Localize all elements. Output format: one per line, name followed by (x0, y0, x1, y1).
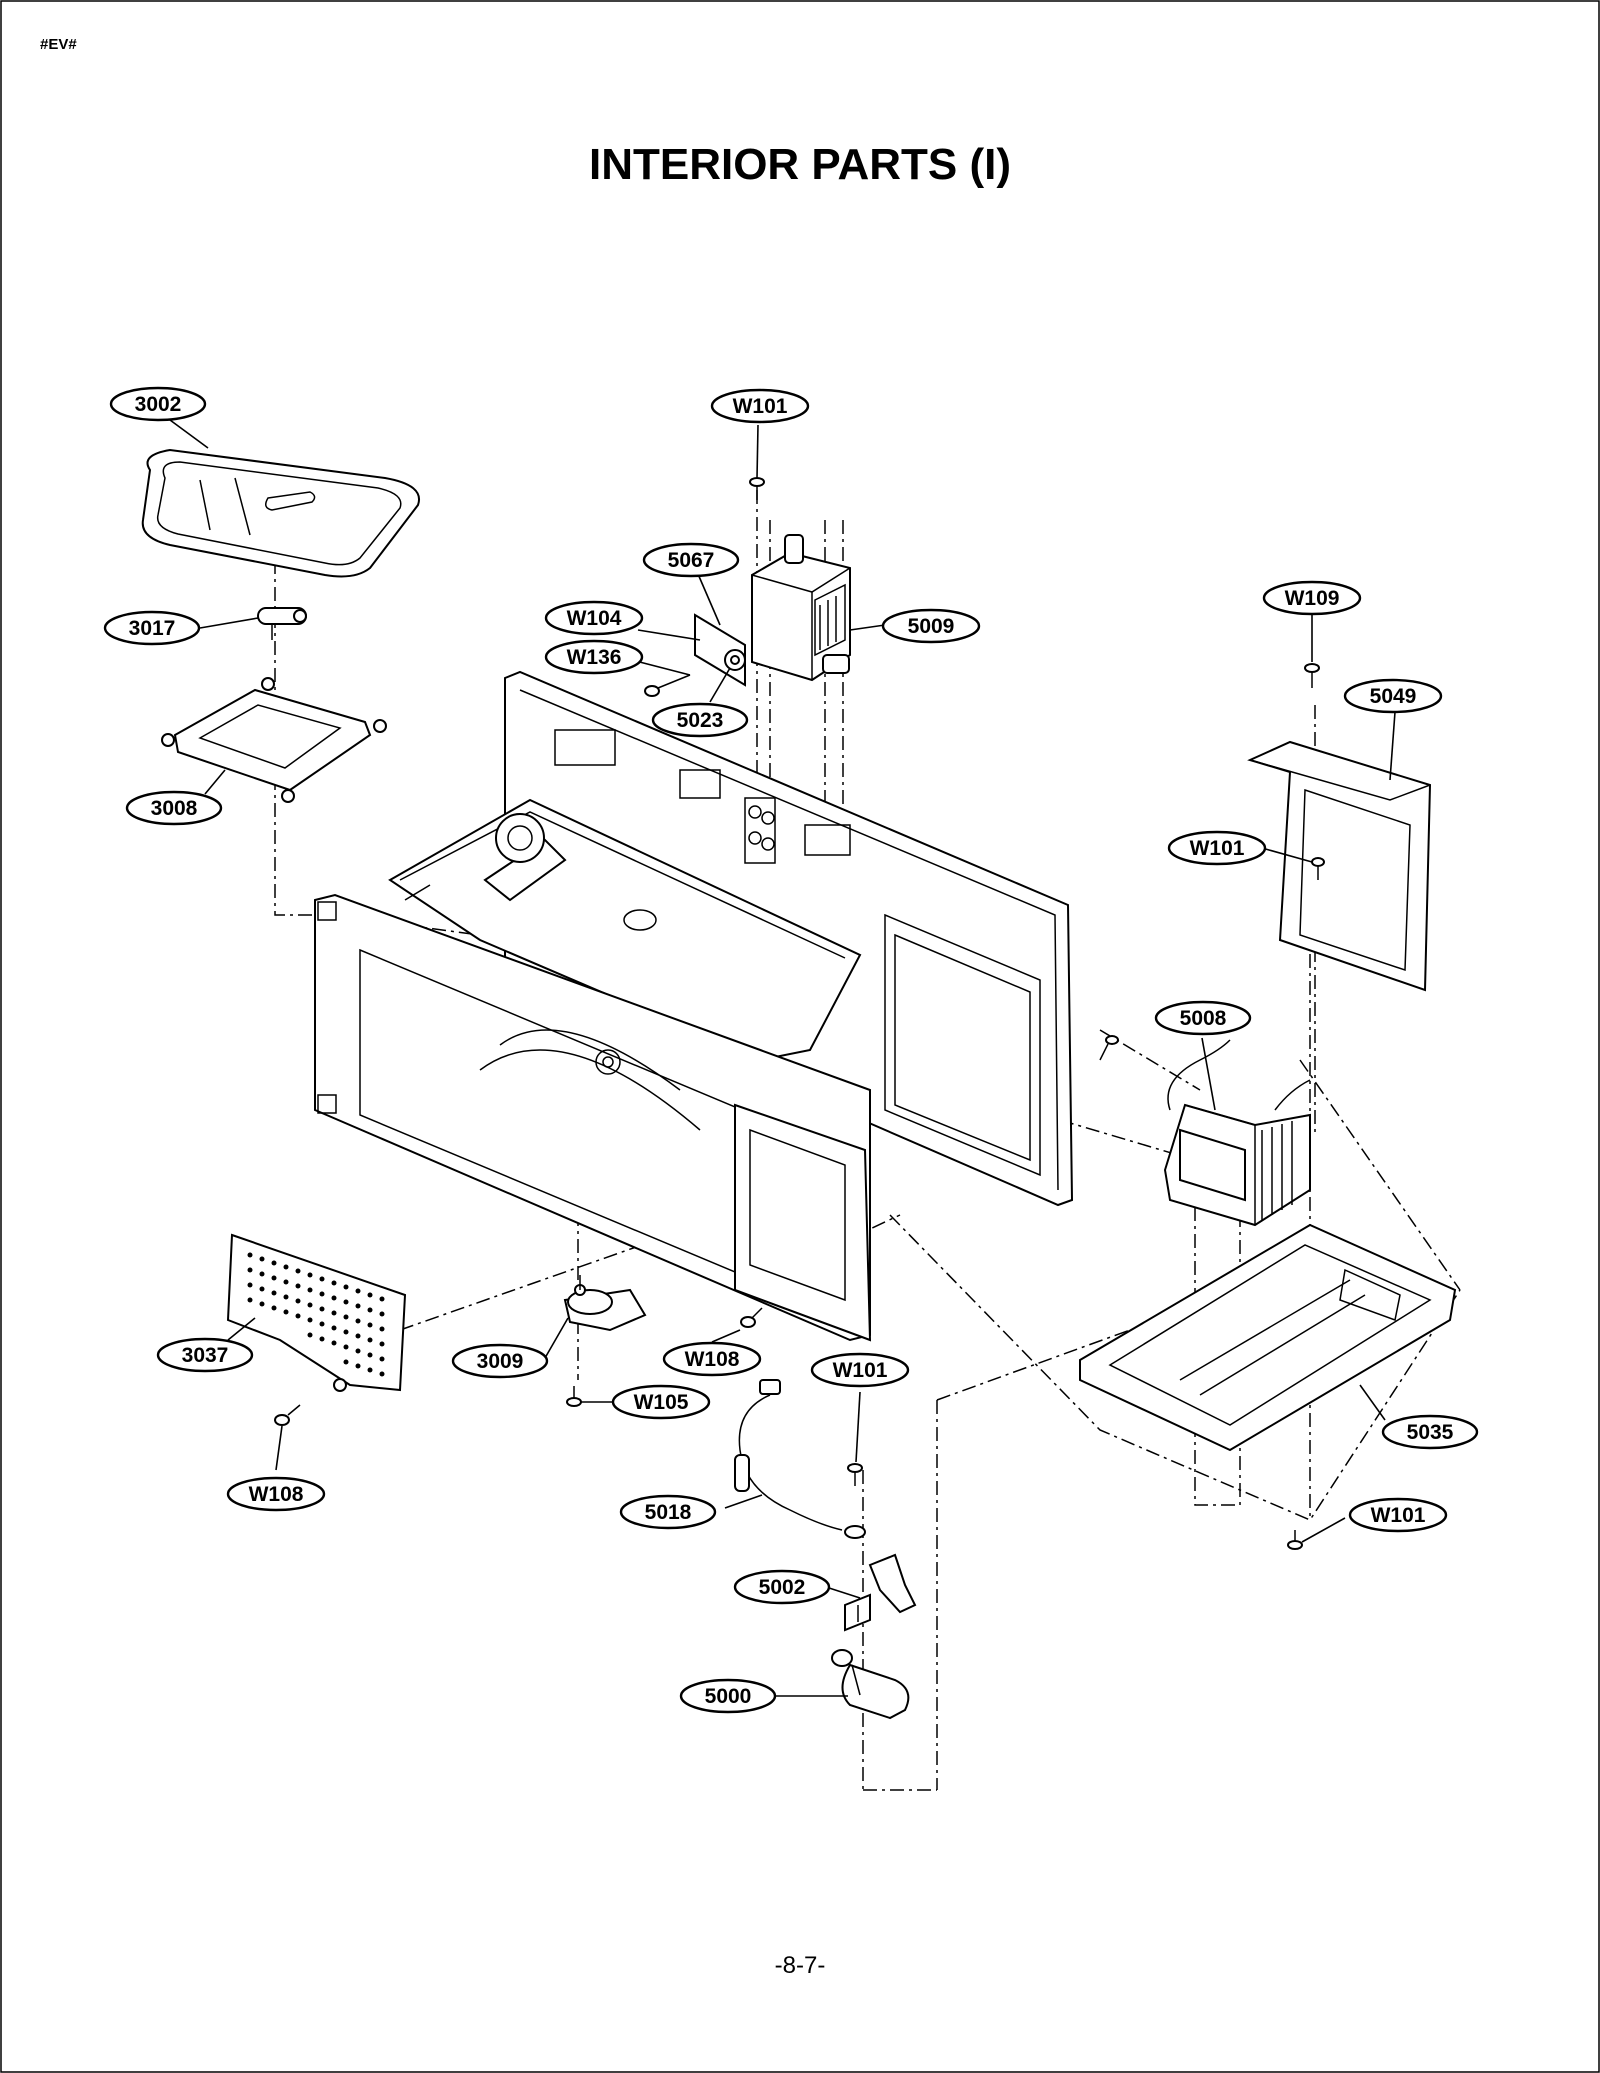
screw-w105 (566, 1386, 582, 1407)
callout-5009: 5009 (881, 608, 981, 644)
callout-label: 3002 (135, 393, 182, 416)
leader-lines (169, 419, 1396, 1697)
callout-w108-left: W108 (226, 1476, 326, 1512)
callout-label: 5067 (668, 549, 715, 572)
callout-label: W136 (567, 646, 622, 669)
callout-w104: W104 (544, 600, 644, 636)
callout-label: W108 (685, 1348, 740, 1371)
callout-5035: 5035 (1381, 1414, 1479, 1450)
callout-5008: 5008 (1154, 1000, 1252, 1036)
callout-w108-mid: W108 (662, 1341, 762, 1377)
callout-3002: 3002 (109, 386, 207, 422)
callout-label: W101 (1371, 1504, 1426, 1527)
callout-label: 3009 (477, 1350, 524, 1373)
screw-w101-top (749, 477, 765, 500)
callout-w101-top: W101 (710, 388, 810, 424)
roller-guide-3008 (161, 677, 387, 803)
callout-w105: W105 (611, 1384, 711, 1420)
callout-5018: 5018 (619, 1494, 717, 1530)
base-plate-5035 (1079, 1223, 1457, 1452)
callout-label: 3008 (151, 797, 198, 820)
callout-3008: 3008 (125, 790, 223, 826)
callout-label: 5023 (677, 709, 724, 732)
callout-label: 3017 (129, 617, 176, 640)
bracket-5002 (844, 1553, 917, 1632)
callout-5049: 5049 (1343, 678, 1443, 714)
vent-cover-3037 (226, 1233, 407, 1392)
callout-label: 5018 (645, 1501, 692, 1524)
callout-w101-right: W101 (1167, 830, 1267, 866)
callout-3017: 3017 (103, 610, 201, 646)
glass-tray-3002 (141, 448, 421, 578)
callout-5000: 5000 (679, 1678, 777, 1714)
callout-label: 5002 (759, 1576, 806, 1599)
callout-label: 5008 (1180, 1007, 1227, 1030)
callout-label: W101 (1190, 837, 1245, 860)
callout-w109: W109 (1262, 580, 1362, 616)
bracket-5067-thermostat-5023 (644, 613, 746, 697)
coupler-3017 (257, 607, 307, 640)
screw-w101-bottom (1287, 1530, 1303, 1550)
magnetron-5009 (751, 534, 851, 682)
screw-w108-left (274, 1404, 301, 1426)
callout-w136: W136 (544, 639, 644, 675)
callout-w101-mid: W101 (810, 1352, 910, 1388)
callout-label: 5000 (705, 1685, 752, 1708)
callout-5023: 5023 (651, 702, 749, 738)
callout-5002: 5002 (733, 1569, 831, 1605)
corner-tag: #EV# (40, 36, 77, 53)
callout-label: 5035 (1407, 1421, 1454, 1444)
screw-w108-mid (740, 1307, 763, 1328)
callout-label: W101 (833, 1359, 888, 1382)
callout-label: W105 (634, 1391, 689, 1414)
wire-harness-5018 (734, 1379, 866, 1539)
transformer-5008 (1099, 1035, 1311, 1227)
callout-w101-bottom: W101 (1348, 1497, 1448, 1533)
callout-label: 5009 (908, 615, 955, 638)
shield-5049 (1247, 740, 1432, 992)
callout-label: W104 (567, 607, 622, 630)
callout-label: W101 (733, 395, 788, 418)
screw-w109 (1304, 663, 1320, 688)
callout-5067: 5067 (642, 542, 740, 578)
cavity-assembly (314, 670, 1074, 1342)
callout-3037: 3037 (156, 1337, 254, 1373)
callout-label: W109 (1285, 587, 1340, 610)
turntable-motor-3009 (563, 1275, 647, 1332)
page-title: INTERIOR PARTS (I) (588, 140, 1012, 189)
page-number: -8-7- (774, 1952, 826, 1979)
callout-3009: 3009 (451, 1343, 549, 1379)
callout-label: 3037 (182, 1344, 229, 1367)
callout-label: 5049 (1370, 685, 1417, 708)
screw-w101-mid (847, 1463, 863, 1486)
callout-label: W108 (249, 1483, 304, 1506)
fuse-5000 (831, 1649, 910, 1720)
